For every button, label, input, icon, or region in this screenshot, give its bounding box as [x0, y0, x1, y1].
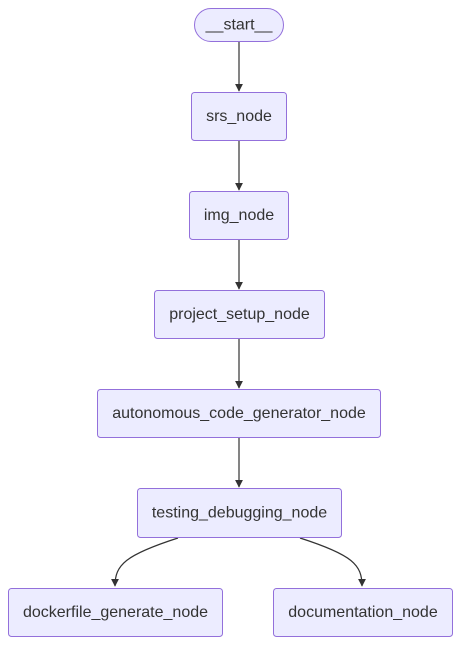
node-dockerfile-generate-label: dockerfile_generate_node [23, 604, 208, 621]
node-documentation-label: documentation_node [288, 604, 438, 621]
edges [111, 42, 366, 587]
node-srs[interactable]: srs_node [191, 92, 287, 141]
node-dockerfile-generate[interactable]: dockerfile_generate_node [8, 588, 223, 637]
node-img-label: img_node [204, 207, 274, 224]
node-start[interactable]: __start__ [194, 8, 284, 42]
node-project-setup-label: project_setup_node [169, 306, 310, 323]
node-srs-label: srs_node [206, 108, 272, 125]
node-img-shape [189, 191, 289, 240]
node-project-setup[interactable]: project_setup_node [154, 290, 325, 339]
edge-testing-debugging-dockerfile-generate [111, 537, 179, 587]
node-srs-shape [191, 92, 287, 141]
edge-testing-debugging-documentation [299, 537, 366, 587]
node-img[interactable]: img_node [189, 191, 289, 240]
node-documentation-shape [273, 588, 453, 637]
node-autonomous-code-generator-shape [97, 389, 381, 438]
node-start-label: __start__ [205, 17, 274, 34]
node-documentation[interactable]: documentation_node [273, 588, 453, 637]
node-autonomous-code-generator[interactable]: autonomous_code_generator_node [97, 389, 381, 438]
node-start-shape [194, 8, 284, 42]
node-project-setup-shape [154, 290, 325, 339]
node-autonomous-code-generator-label: autonomous_code_generator_node [112, 405, 366, 422]
node-dockerfile-generate-shape [8, 588, 223, 637]
node-testing-debugging-shape [137, 488, 342, 538]
node-testing-debugging-label: testing_debugging_node [152, 505, 327, 522]
node-testing-debugging[interactable]: testing_debugging_node [137, 488, 342, 538]
